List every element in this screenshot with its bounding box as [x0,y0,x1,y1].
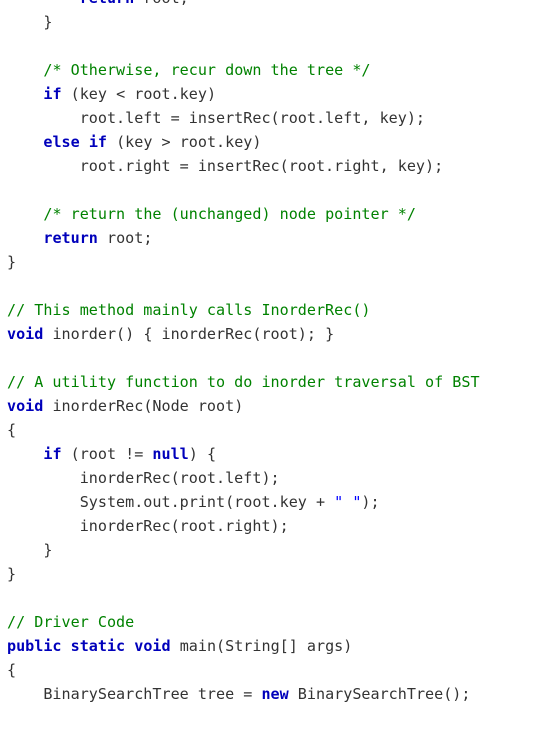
comment-token: /* Otherwise, recur down the tree */ [43,61,371,79]
code-line: BinarySearchTree tree = new BinarySearch… [0,682,548,706]
code-line: return root; [0,226,548,250]
code-line: void inorder() { inorderRec(root); } [0,322,548,346]
code-token: ) { [188,445,217,463]
code-line: void inorderRec(Node root) [0,394,548,418]
code-token: inorderRec(root.left); [7,469,280,487]
code-line: } [0,562,548,586]
code-line: ​ [0,178,548,202]
code-line: } [0,10,548,34]
keyword-token: public [7,637,62,655]
code-token: inorderRec(root.right); [7,517,289,535]
code-line: // A utility function to do inorder trav… [0,370,548,394]
keyword-token: static [70,637,126,655]
code-token: ); [361,493,380,511]
code-token: inorderRec(Node root) [43,397,244,415]
code-line: ​ [0,586,548,610]
keyword-token: if [43,445,62,463]
code-token: BinarySearchTree tree = [7,685,262,703]
code-line: ​ [0,346,548,370]
code-line: ​ [0,274,548,298]
code-token [7,445,43,463]
code-token [7,0,80,7]
keyword-token: if [88,133,107,151]
code-token: (root != [61,445,153,463]
keyword-token: new [261,685,289,703]
code-token [125,637,134,655]
keyword-token: else [43,133,80,151]
code-token [7,85,43,103]
code-line: { [0,418,548,442]
code-line: if (root != null) { [0,442,548,466]
code-line: inorderRec(root.left); [0,466,548,490]
code-token: { [7,661,17,679]
keyword-token: void [7,397,44,415]
code-token [7,133,43,151]
code-token: main(String[] args) [170,637,353,655]
code-token: System.out.print(root.key + [7,493,335,511]
code-token: BinarySearchTree(); [288,685,471,703]
keyword-token: void [134,637,171,655]
keyword-token: return [43,229,98,247]
code-token [7,61,43,79]
code-line: /* return the (unchanged) node pointer *… [0,202,548,226]
comment-token: /* return the (unchanged) node pointer *… [43,205,416,223]
code-token: } [7,13,53,31]
code-line: // Driver Code [0,610,548,634]
keyword-token: if [43,85,62,103]
code-token: } [7,541,53,559]
code-line: if (key < root.key) [0,82,548,106]
code-token: inorder() { inorderRec(root); } [43,325,335,343]
code-token: } [7,565,17,583]
keyword-token: null [152,445,189,463]
code-token: (key < root.key) [61,85,217,103]
code-line: /* Otherwise, recur down the tree */ [0,58,548,82]
code-line: System.out.print(root.key + " "); [0,490,548,514]
code-token: } [7,253,17,271]
code-token [7,229,43,247]
code-token: { [7,421,17,439]
code-token [62,637,71,655]
code-line: root.left = insertRec(root.left, key); [0,106,548,130]
code-token: root; [97,229,153,247]
code-line: root.right = insertRec(root.right, key); [0,154,548,178]
code-token [7,205,43,223]
code-line: return root; [0,0,548,10]
code-token: root.right = insertRec(root.right, key); [7,157,444,175]
code-token: root.left = insertRec(root.left, key); [7,109,426,127]
code-line: } [0,250,548,274]
comment-token: // A utility function to do inorder trav… [7,373,480,391]
code-line: ​ [0,34,548,58]
code-line: // This method mainly calls InorderRec() [0,298,548,322]
comment-token: // Driver Code [7,613,135,631]
code-line: inorderRec(root.right); [0,514,548,538]
code-token: root; [134,0,188,7]
code-line: { [0,658,548,682]
code-line: public static void main(String[] args) [0,634,548,658]
code-token: (key > root.key) [107,133,262,151]
code-line: } [0,538,548,562]
keyword-token: return [80,0,135,7]
code-token [80,133,89,151]
comment-token: // This method mainly calls InorderRec() [7,301,371,319]
code-line: else if (key > root.key) [0,130,548,154]
string-token: " " [334,493,362,511]
keyword-token: void [7,325,44,343]
